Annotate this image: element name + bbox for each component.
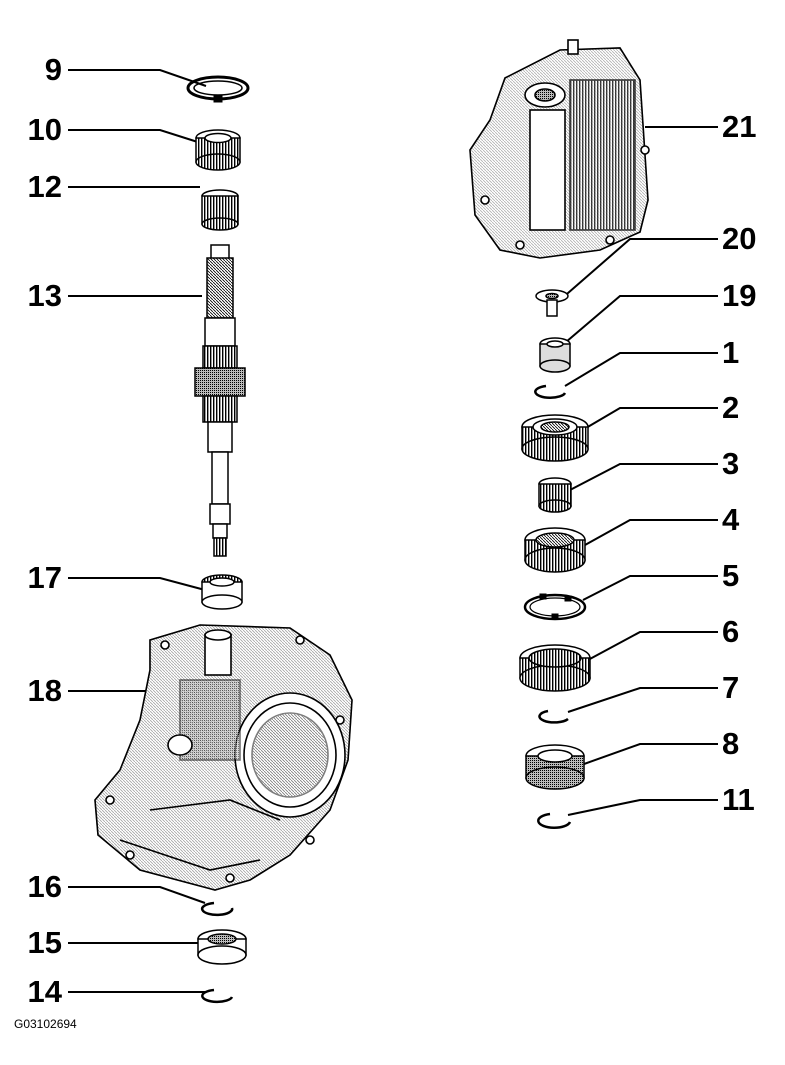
part-10-gear [195,129,241,171]
part-9-snap-ring [186,75,250,103]
callout-10: 10 [27,112,62,147]
part-4-synchro-gear [524,527,586,573]
callout-5: 5 [722,558,740,593]
callout-17: 17 [27,560,62,595]
part-7-circlip [538,709,569,724]
callout-16: 16 [27,869,62,904]
leader-lines-right [559,126,718,816]
part-12-needle-bearing [201,189,239,231]
part-21-housing-cover [469,39,650,259]
callout-15: 15 [27,925,62,960]
callout-8: 8 [722,726,740,761]
part-6-synchro-sleeve [519,644,591,692]
callout-9: 9 [44,52,62,87]
callout-18: 18 [27,673,62,708]
part-1-circlip [534,384,567,399]
callout-12: 12 [27,169,62,204]
callout-3: 3 [722,446,740,481]
callout-14: 14 [27,974,62,1009]
callout-6: 6 [722,614,740,649]
part-16-snap-ring [200,901,234,917]
callout-2: 2 [722,390,740,425]
callout-11: 11 [722,782,755,817]
part-3-needle-bearing [538,477,572,513]
part-15-ball-bearing [197,929,247,965]
part-2-gear [521,414,589,462]
part-18-transmission-case [94,624,353,891]
callout-4: 4 [722,502,740,537]
callout-21: 21 [722,109,757,144]
callout-7: 7 [722,670,740,705]
part-5-synchro-ring [523,593,587,621]
part-20-bolt [535,289,569,317]
part-8-roller-bearing [525,744,585,790]
callout-20: 20 [722,221,757,256]
callout-13: 13 [27,278,62,313]
callout-19: 19 [722,278,757,313]
callout-1: 1 [722,335,740,370]
part-14-snap-ring [201,988,234,1004]
part-13-mainshaft [194,244,246,557]
part-17-roller-bearing [201,574,243,610]
part-11-circlip [537,812,572,829]
figure-id: G03102694 [14,1017,77,1031]
part-19-bushing [539,337,571,373]
